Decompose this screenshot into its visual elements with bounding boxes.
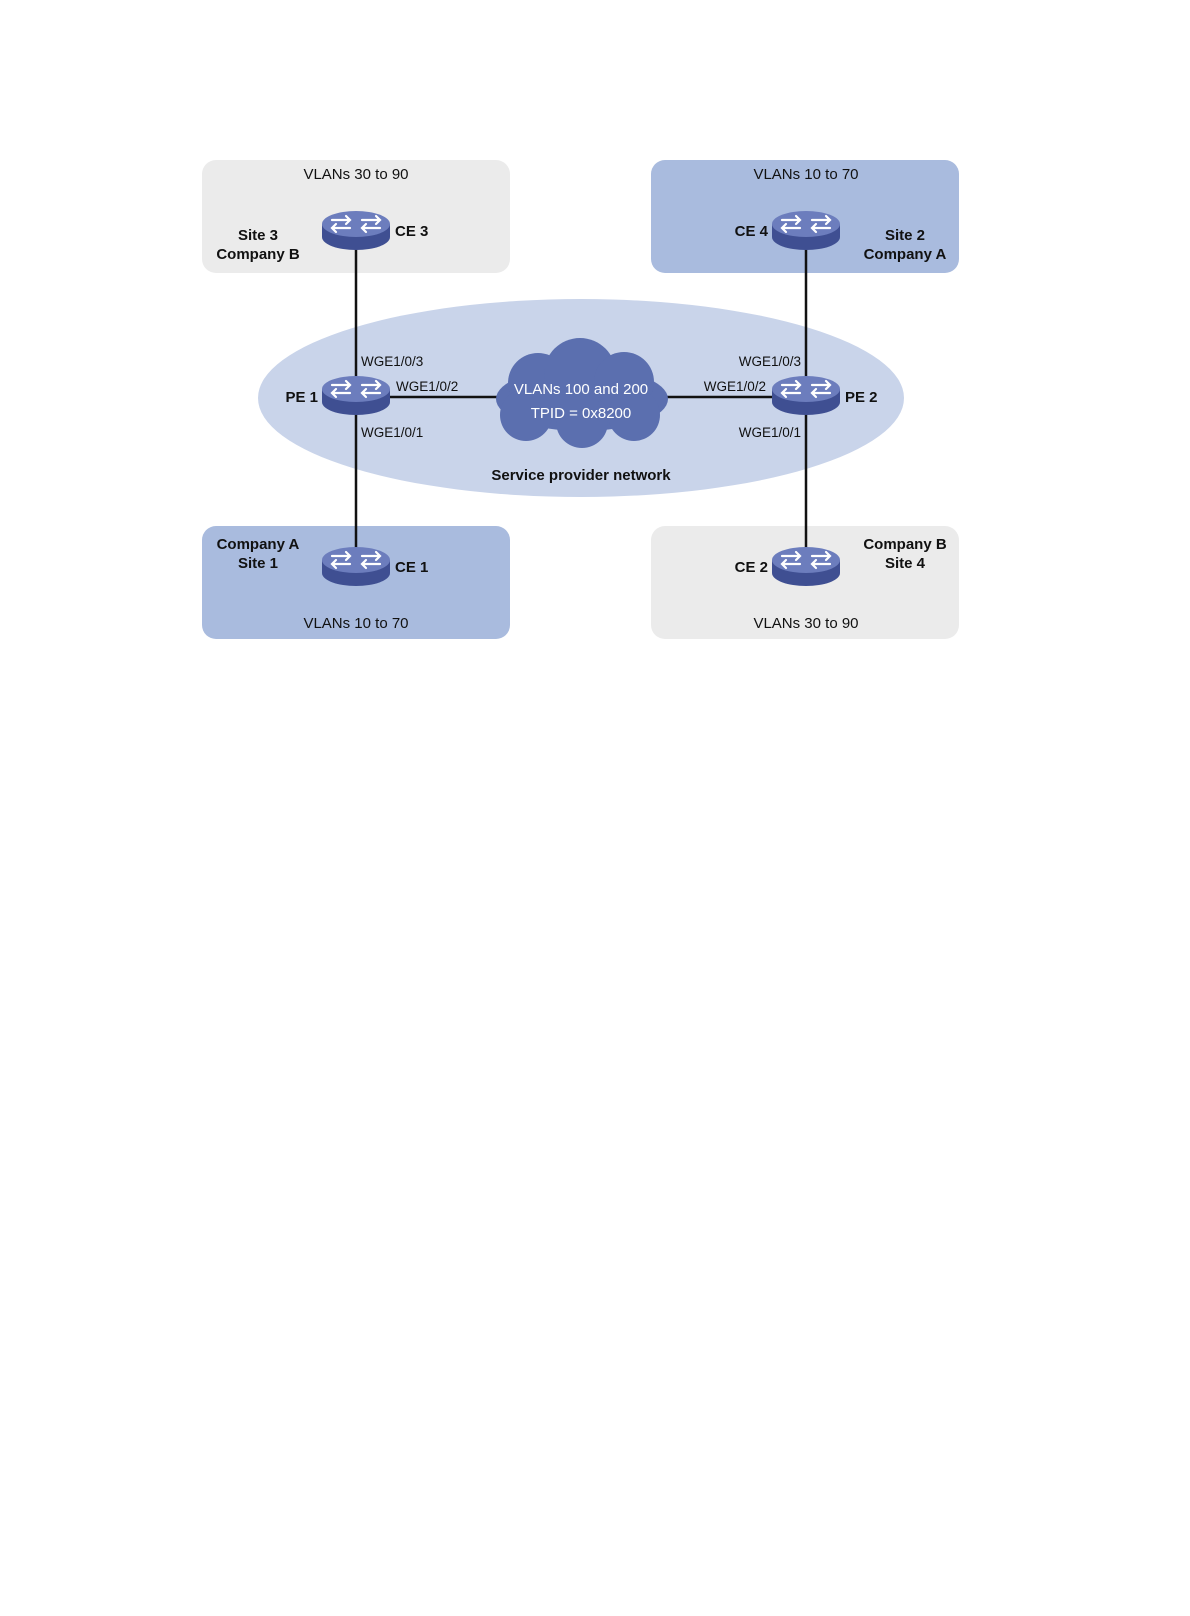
site4-site-label: Site 4 bbox=[885, 555, 926, 572]
site4-vlans-label: VLANs 30 to 90 bbox=[753, 615, 858, 632]
pe2-port-wge1-0-3: WGE1/0/3 bbox=[739, 354, 801, 369]
pe1-label: PE 1 bbox=[285, 389, 318, 406]
pe1-port-wge1-0-2: WGE1/0/2 bbox=[396, 379, 458, 394]
ce2-label: CE 2 bbox=[735, 559, 768, 576]
pe2-port-wge1-0-2: WGE1/0/2 bbox=[704, 379, 766, 394]
service-provider-network-label: Service provider network bbox=[491, 467, 671, 484]
ce3-switch-router-icon bbox=[322, 211, 390, 250]
site1-company-label: Company A bbox=[217, 536, 300, 553]
pe1-port-wge1-0-1: WGE1/0/1 bbox=[361, 425, 423, 440]
pe2-label: PE 2 bbox=[845, 389, 878, 406]
ce1-label: CE 1 bbox=[395, 559, 428, 576]
site1-site-label: Site 1 bbox=[238, 555, 278, 572]
site1-vlans-label: VLANs 10 to 70 bbox=[303, 615, 408, 632]
site2-site-label: Site 2 bbox=[885, 227, 925, 244]
pe2-switch-router-icon bbox=[772, 376, 840, 415]
site2-vlans-label: VLANs 10 to 70 bbox=[753, 166, 858, 183]
pe1-switch-router-icon bbox=[322, 376, 390, 415]
ce2-switch-router-icon bbox=[772, 547, 840, 586]
pe2-port-wge1-0-1: WGE1/0/1 bbox=[739, 425, 801, 440]
site3-site-label: Site 3 bbox=[238, 227, 278, 244]
site3-vlans-label: VLANs 30 to 90 bbox=[303, 166, 408, 183]
ce4-label: CE 4 bbox=[735, 223, 769, 240]
ce1-switch-router-icon bbox=[322, 547, 390, 586]
ce3-label: CE 3 bbox=[395, 223, 428, 240]
cloud-tpid-label: TPID = 0x8200 bbox=[531, 405, 631, 422]
cloud-vlans-label: VLANs 100 and 200 bbox=[514, 381, 648, 398]
ce4-switch-router-icon bbox=[772, 211, 840, 250]
site2-company-label: Company A bbox=[864, 246, 947, 263]
site4-company-label: Company B bbox=[863, 536, 947, 553]
site3-company-label: Company B bbox=[216, 246, 300, 263]
pe1-port-wge1-0-3: WGE1/0/3 bbox=[361, 354, 423, 369]
